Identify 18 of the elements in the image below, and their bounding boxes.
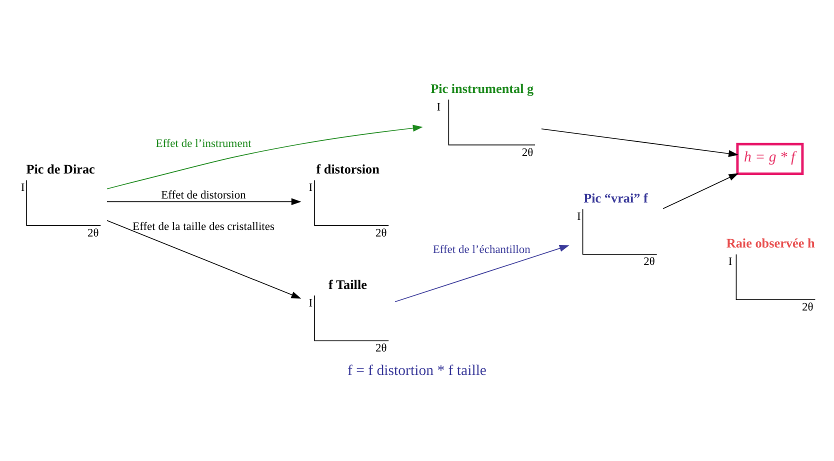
arrow xyxy=(106,198,302,206)
edge-label: Effet de distorsion xyxy=(161,190,246,202)
arrow xyxy=(394,245,570,302)
node-text: Pic de Dirac I 2θ xyxy=(20,162,99,240)
node-text: Pic “vrai” f I 2θ xyxy=(577,190,655,268)
arrow xyxy=(106,220,302,299)
edge-label: Effet de l’instrument xyxy=(156,138,252,150)
arrow xyxy=(541,128,738,157)
node-text: Pic instrumental g I 2θ xyxy=(430,80,534,159)
arrow xyxy=(106,124,423,190)
edge-label: Effet de l’échantillon xyxy=(432,244,530,256)
arrow xyxy=(662,173,739,210)
edge-label: Effet de la taille des cristallites xyxy=(132,220,274,233)
node-text: f distorsion I 2θ xyxy=(308,162,387,240)
caption: f = f distortion * f taille xyxy=(347,362,487,379)
node-text: Raie observée h I 2θ xyxy=(726,236,815,314)
node-text: f Taille I 2θ xyxy=(308,276,387,355)
node-box: h = g * f xyxy=(736,142,804,175)
